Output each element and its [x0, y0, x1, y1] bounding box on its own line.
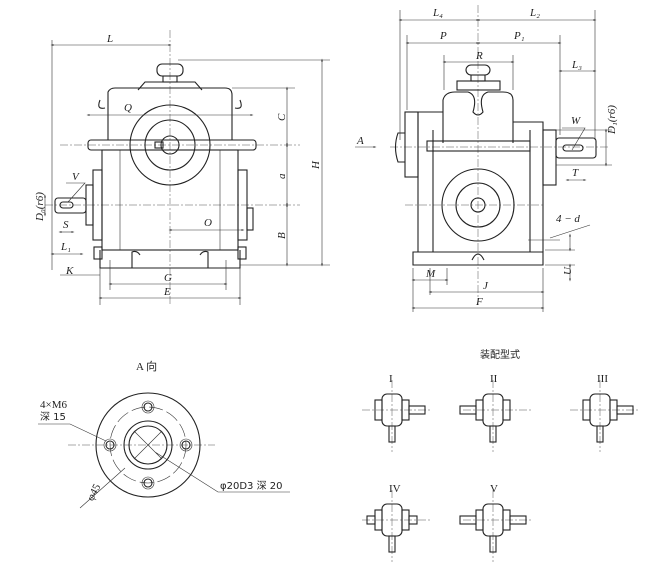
knob-icon	[456, 64, 501, 91]
assembly-type-label: II	[490, 373, 498, 385]
dim-L1: L₁	[60, 241, 71, 253]
dim-G: G	[164, 272, 172, 284]
dim-H: H	[310, 160, 322, 170]
dim-O: O	[204, 217, 212, 229]
dim-L2: L₂	[529, 7, 540, 19]
dim-D0: D₀(r6)	[34, 192, 46, 222]
thread-label: 4×M6	[40, 399, 67, 411]
side-view: L₄ L₂ P P₁ R L₃ D₁(r6) W T 4 − d U M J F…	[355, 5, 618, 312]
dim-P1: P₁	[513, 30, 525, 42]
assembly-type-label: V	[490, 483, 498, 495]
bore-label: φ20D3 深 20	[220, 480, 282, 492]
assembly-type-3: III	[570, 373, 638, 452]
dim-C: C	[276, 113, 288, 121]
dim-W: W	[571, 115, 581, 127]
assembly-type-5: V	[459, 483, 531, 562]
assembly-title: 装配型式	[480, 348, 520, 361]
view-arrow-A: A	[356, 135, 364, 147]
dim-S: S	[63, 219, 69, 231]
assembly-type-1: I	[362, 373, 430, 452]
dim-U: U	[562, 266, 574, 275]
a-view: A 向 4×M6 深 15 φ45 φ20D3 深 20	[38, 359, 290, 509]
dim-V: V	[72, 171, 80, 183]
a-view-title: A 向	[136, 359, 157, 373]
dim-E: E	[163, 286, 171, 298]
dim-Q: Q	[124, 102, 132, 114]
dim-R: R	[475, 50, 483, 62]
assembly-type-4: IV	[362, 483, 430, 562]
dim-4-d: 4 − d	[556, 213, 580, 225]
dim-L: L	[106, 33, 113, 45]
dim-L3: L₃	[571, 59, 582, 71]
knob-icon	[137, 63, 203, 91]
assembly-type-label: I	[389, 373, 393, 385]
dim-K: K	[65, 265, 74, 277]
bolt-holes	[103, 400, 193, 490]
front-view: L H C a B Q O G E L₁ K D₀(r6) S V	[34, 30, 330, 305]
dim-P: P	[439, 30, 447, 42]
assembly-type-2: II	[459, 373, 531, 452]
dim-F: F	[475, 296, 483, 308]
dim-D1: D₁(r6)	[606, 105, 618, 135]
dim-B: B	[276, 232, 288, 239]
dim-a: a	[276, 173, 288, 179]
dim-L4: L₄	[432, 7, 443, 19]
thread-depth-label: 深 15	[40, 411, 66, 423]
assembly-type-label: IV	[389, 483, 401, 495]
dim-T: T	[572, 167, 579, 179]
pitch-dia-label: φ45	[85, 482, 104, 503]
dim-M: M	[425, 268, 436, 280]
assembly-type-label: III	[597, 373, 608, 385]
dim-J: J	[483, 280, 489, 292]
